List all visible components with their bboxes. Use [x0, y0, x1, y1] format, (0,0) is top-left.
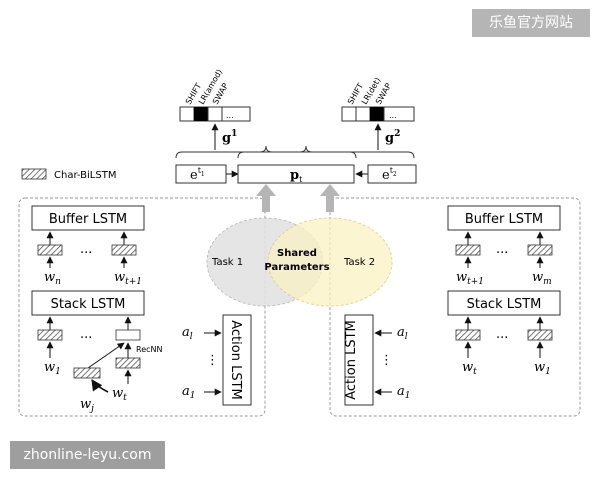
- left-char-bilstm-wt1: [111, 244, 137, 256]
- right-stack-lstm-label: Stack LSTM: [467, 297, 542, 312]
- left-w-1: w1: [44, 360, 61, 377]
- p-t-label: pt: [290, 168, 303, 184]
- shared-label-line1: Shared: [277, 248, 317, 259]
- right-char-bilstm-wt: [455, 329, 481, 341]
- left-w-t1: wt+1: [114, 270, 142, 287]
- right-w-1: w1: [534, 360, 551, 377]
- recnn-label: RecNN: [136, 345, 163, 354]
- left-w-n: wn: [44, 270, 61, 287]
- watermark-top: 乐鱼官方网站: [472, 9, 590, 37]
- p-t-box: [237, 164, 355, 184]
- right-panel-border: [329, 197, 581, 417]
- left-stack-dots: ...: [80, 327, 92, 342]
- left-action-ellipsis: ...: [226, 111, 234, 120]
- left-recnn-output: [115, 329, 141, 341]
- e-t2-box: [367, 164, 417, 184]
- left-buffer-lstm-box: [31, 205, 145, 231]
- right-w-t1: wt+1: [456, 270, 484, 287]
- right-char-bilstm-wt1: [455, 244, 481, 256]
- shared-label-line2: Parameters: [264, 262, 329, 273]
- left-action-vdots: ⋮: [206, 353, 219, 368]
- right-action-lstm-label: Action LSTM: [344, 320, 359, 400]
- e-t2-label: et2: [382, 166, 397, 183]
- left-action-lstm-label: Action LSTM: [228, 320, 243, 400]
- shared-up-arrow-right: [320, 184, 340, 212]
- watermark-bottom: zhonline-leyu.com: [10, 441, 165, 469]
- right-action-lstm-box: [344, 314, 374, 406]
- legend-hatch-swatch: [21, 168, 47, 180]
- right-buffer-lstm-box: [447, 205, 561, 231]
- right-brace: [237, 145, 415, 159]
- right-stack-lstm-box: [447, 290, 561, 316]
- left-stack-lstm-box: [31, 290, 145, 316]
- task2-label: Task 2: [343, 257, 375, 268]
- right-action-ellipsis: ...: [389, 111, 397, 120]
- right-a-l: al: [397, 325, 408, 342]
- left-action-vector: ... SHIFT LR(amod) SWAP: [179, 68, 251, 122]
- shared-up-arrow-left: [256, 184, 276, 212]
- left-panel-border: [18, 197, 266, 417]
- right-w-t: wt: [462, 360, 477, 377]
- left-a-l: al: [182, 325, 193, 342]
- left-w-j: wj: [80, 397, 94, 414]
- left-stack-lstm-label: Stack LSTM: [51, 297, 126, 312]
- right-action-vector: ... SHIFT LR(det) SWAP: [341, 76, 415, 122]
- left-char-bilstm-wn: [37, 244, 63, 256]
- left-a-1: a1: [182, 384, 196, 401]
- right-action-vdots: ⋮: [380, 353, 393, 368]
- right-char-bilstm-w1: [527, 329, 553, 341]
- task2-ellipse: [267, 217, 393, 307]
- left-char-bilstm-w1: [37, 329, 63, 341]
- g2-label: g2: [385, 129, 400, 146]
- left-action-lstm-box: [222, 314, 252, 406]
- e-t1-label: et1: [190, 166, 205, 183]
- left-buffer-lstm-label: Buffer LSTM: [49, 212, 127, 227]
- task1-label: Task 1: [211, 257, 243, 268]
- right-char-bilstm-wm: [527, 244, 553, 256]
- legend-label: Char-BiLSTM: [54, 170, 116, 181]
- right-buffer-dots: ...: [496, 242, 508, 257]
- right-stack-dots: ...: [496, 327, 508, 342]
- right-a-1: a1: [397, 384, 411, 401]
- right-buffer-lstm-label: Buffer LSTM: [465, 212, 543, 227]
- g1-label: g1: [222, 129, 237, 146]
- left-buffer-dots: ...: [80, 242, 92, 257]
- left-w-t: wt: [112, 386, 127, 403]
- left-char-bilstm-wj: [73, 367, 101, 379]
- right-w-m: wm: [532, 270, 552, 287]
- left-char-bilstm-wt: [115, 357, 141, 369]
